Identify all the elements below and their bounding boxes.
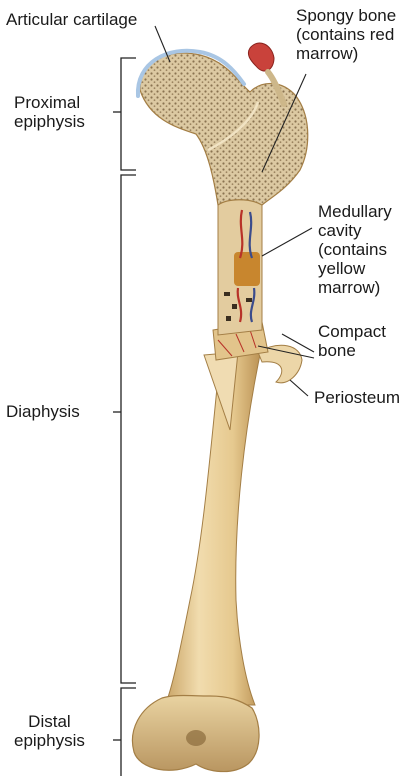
label-distal-epiphysis: Distal epiphysis	[14, 712, 85, 750]
label-diaphysis: Diaphysis	[6, 402, 80, 421]
label-proximal-epiphysis: Proximal epiphysis	[14, 93, 85, 131]
label-spongy-bone: Spongy bone (contains red marrow)	[296, 6, 396, 63]
bracket-proximal	[113, 58, 136, 170]
yellow-marrow	[234, 252, 260, 286]
bracket-diaphysis	[113, 175, 136, 683]
proximal-epiphysis-shape	[140, 53, 308, 205]
diaphysis-shaft	[165, 340, 262, 705]
bracket-distal	[113, 688, 136, 776]
label-compact-bone: Compact bone	[318, 322, 386, 360]
intercondylar-fossa	[186, 730, 206, 746]
label-medullary-cavity: Medullary cavity (contains yellow marrow…	[318, 202, 392, 297]
label-periosteum: Periosteum	[314, 388, 400, 407]
label-articular-cartilage: Articular cartilage	[6, 10, 137, 29]
ligament-tip	[248, 43, 274, 71]
